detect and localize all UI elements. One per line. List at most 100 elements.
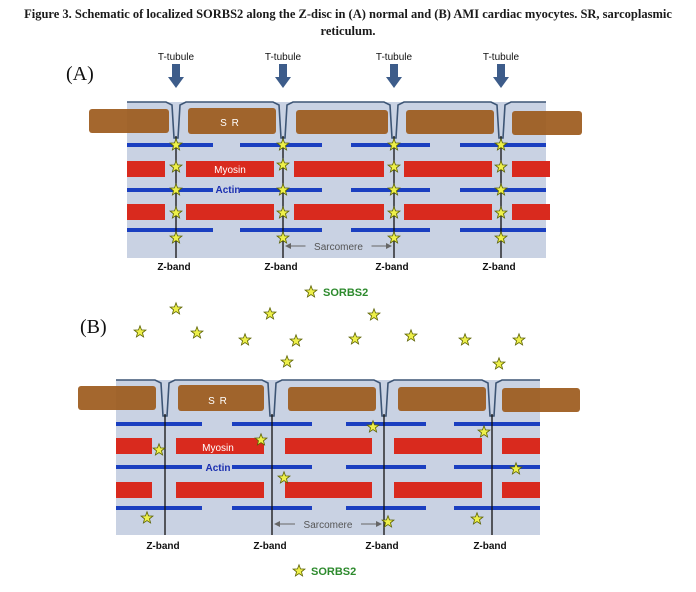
actin-filament [116,506,202,510]
myosin-filament [512,161,550,177]
sorbs2-star [404,328,418,342]
sorbs2-star [169,159,183,173]
actin-filament [351,228,430,232]
z-band-label: Z-band [375,262,408,273]
myosin-filament [116,438,152,454]
myosin-filament [394,438,482,454]
sarcoplasmic-reticulum [288,387,376,411]
sorbs2-star [381,514,395,528]
z-band-label: Z-band [157,262,190,273]
sorbs2-star [289,333,303,347]
myosin-filament [176,438,264,454]
myosin-label: Myosin [214,165,246,176]
figure-caption: Figure 3. Schematic of localized SORBS2 … [24,7,672,38]
sorbs2-star [366,419,380,433]
sorbs2-star [494,182,508,196]
myosin-filament [404,161,492,177]
t-tubule-label: T-tubule [483,52,520,63]
sorbs2-star [238,332,252,346]
sorbs2-star [280,354,294,368]
z-band-label: Z-band [264,262,297,273]
sorbs2-star [277,470,291,484]
sorbs2-star [387,182,401,196]
sorbs2-star [509,461,523,475]
sorbs2-star [169,182,183,196]
z-band-label: Z-band [482,262,515,273]
myosin-filament [502,438,540,454]
actin-filament [454,506,540,510]
sorbs2-star [512,332,526,346]
sorbs2-legend-label: SORBS2 [311,566,356,578]
sorbs2-star [494,205,508,219]
sarcomere-label: Sarcomere [304,520,353,531]
myosin-filament [127,204,165,220]
actin-label: Actin [216,185,241,196]
sorbs2-star [169,137,183,151]
sarcoplasmic-reticulum [502,388,580,412]
myosin-filament [394,482,482,498]
myosin-filament [294,204,384,220]
sorbs2-star [494,159,508,173]
sorbs2-star [263,306,277,320]
sorbs2-star [152,442,166,456]
sarcoplasmic-reticulum [178,385,264,411]
myosin-label: Myosin [202,443,234,454]
actin-filament [346,465,426,469]
t-tubule-arrow [386,64,402,88]
sorbs2-star [387,205,401,219]
actin-filament [116,422,202,426]
sarcomere-label-bg [305,239,372,252]
myosin-filament [176,482,264,498]
sarcomere-arrow-right [386,243,392,249]
actin-filament [346,422,426,426]
actin-filament [460,228,546,232]
myosin-filament [285,482,372,498]
sorbs2-star [276,157,290,171]
myosin-filament [512,204,550,220]
t-tubule-label: T-tubule [158,52,195,63]
t-tubule-arrow [168,64,184,88]
sarcomere-label-bg [295,517,361,530]
sorbs2-star [276,182,290,196]
actin-filament [454,465,540,469]
sarcomere-label: Sarcomere [314,242,363,253]
sorbs2-legend-star [304,284,318,298]
sorbs2-star [387,137,401,151]
sarcoplasmic-reticulum [78,386,156,410]
actin-filament [454,422,540,426]
sr-label: S R [220,118,240,129]
sorbs2-legend-star [292,563,306,577]
z-band-label: Z-band [473,541,506,552]
sarcomere-arrow-left [285,243,291,249]
sorbs2-star [276,205,290,219]
actin-filament [240,228,322,232]
t-tubule-arrow [493,64,509,88]
sorbs2-star [387,230,401,244]
t-tubule-label: T-tubule [376,52,413,63]
actin-filament [346,506,426,510]
sorbs2-star [367,307,381,321]
t-tubule-arrow [275,64,291,88]
myosin-filament [404,204,492,220]
sorbs2-star [254,432,268,446]
sarcomere-arrow-right [376,521,382,527]
sorbs2-star [190,325,204,339]
sarcoplasmic-reticulum [188,108,276,134]
sorbs2-star [494,137,508,151]
z-band-label: Z-band [146,541,179,552]
sarcoplasmic-reticulum [398,387,486,411]
sorbs2-star [348,331,362,345]
sorbs2-star [477,424,491,438]
sorbs2-star [169,205,183,219]
sarcolemma-membrane [116,379,540,417]
z-band-label: Z-band [365,541,398,552]
myosin-filament [127,161,165,177]
sorbs2-legend-label: SORBS2 [323,287,368,299]
sorbs2-star [458,332,472,346]
actin-filament [127,188,213,192]
sr-label: S R [208,396,228,407]
sorbs2-star [276,137,290,151]
sarcolemma-membrane [127,101,546,139]
sorbs2-star [169,301,183,315]
